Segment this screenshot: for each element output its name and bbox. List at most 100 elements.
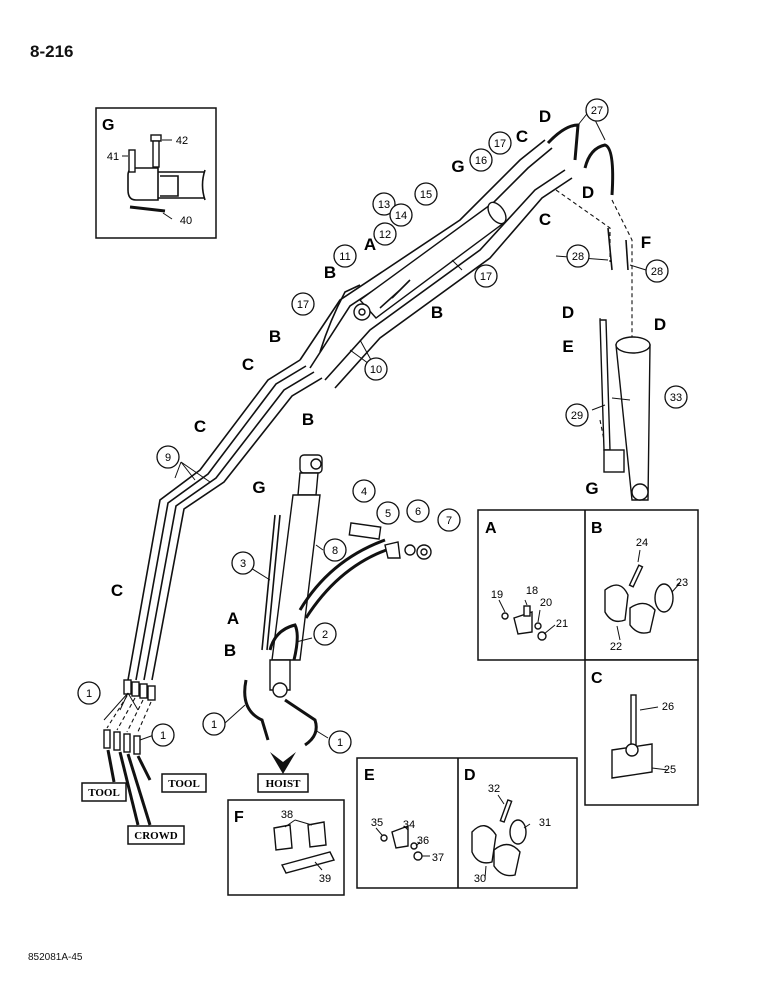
part-41-label: 41 <box>107 151 119 163</box>
letter-c-right: C <box>539 210 551 229</box>
inset-panel-g: G 41 42 40 <box>95 107 217 239</box>
letter-c-mid: C <box>242 355 254 374</box>
letter-d-right: D <box>582 183 594 202</box>
callout-1-hoist-left: 1 <box>202 712 226 736</box>
letter-d-mid: D <box>562 303 574 322</box>
label-hoist: HOIST <box>257 773 309 793</box>
letter-b-1: B <box>324 263 336 282</box>
svg-text:28: 28 <box>572 251 584 263</box>
panel-a-18: 18 <box>526 585 538 597</box>
callout-3: 3 <box>231 551 255 575</box>
callout-17-top: 17 <box>488 131 512 155</box>
svg-text:1: 1 <box>86 688 92 700</box>
document-code: 852081A-45 <box>28 952 83 963</box>
parts-4-7 <box>348 522 432 560</box>
callout-27: 27 <box>585 98 609 122</box>
hoist-cylinder <box>243 454 393 747</box>
callout-29: 29 <box>565 403 589 427</box>
line-end-fittings <box>103 679 156 826</box>
panel-a-19: 19 <box>491 589 503 601</box>
callout-17-mid: 17 <box>474 264 498 288</box>
svg-text:11: 11 <box>339 251 350 263</box>
svg-text:10: 10 <box>370 364 382 376</box>
svg-text:CROWD: CROWD <box>134 830 177 842</box>
callouts: 27 17 16 15 13 14 12 11 17 28 28 17 10 2… <box>77 98 688 754</box>
svg-text:14: 14 <box>395 210 407 222</box>
panel-f-title: F <box>234 809 244 826</box>
callout-1-tool: 1 <box>151 723 175 747</box>
letter-d-cyl: D <box>654 315 666 334</box>
letter-c-left: C <box>194 417 206 436</box>
callout-15: 15 <box>414 182 438 206</box>
detail-panels-grid <box>477 509 699 806</box>
svg-text:4: 4 <box>361 486 367 498</box>
svg-text:2: 2 <box>322 629 328 641</box>
callout-7: 7 <box>437 508 461 532</box>
callout-2: 2 <box>313 622 337 646</box>
callout-28-left: 28 <box>566 244 590 268</box>
part-40-label: 40 <box>180 215 192 227</box>
callout-28-right: 28 <box>645 259 669 283</box>
svg-text:17: 17 <box>297 299 309 311</box>
svg-text:7: 7 <box>446 515 452 527</box>
part-42-label: 42 <box>176 135 188 147</box>
svg-text:1: 1 <box>337 737 343 749</box>
panel-b: B 24 23 22 <box>591 520 688 653</box>
panel-e-title: E <box>364 767 375 784</box>
panel-d-title: D <box>464 767 476 784</box>
panel-f-39: 39 <box>319 873 331 885</box>
panel-f: F 38 39 <box>227 799 345 896</box>
svg-text:1: 1 <box>160 730 166 742</box>
boom-cylinder <box>353 201 507 321</box>
letter-a-lower: A <box>227 609 239 628</box>
letter-c-lower: C <box>111 581 123 600</box>
svg-text:TOOL: TOOL <box>168 778 200 790</box>
page-number: 8-216 <box>30 42 74 61</box>
panel-f-38: 38 <box>281 809 293 821</box>
panel-e-36: 36 <box>417 835 429 847</box>
panel-e-35: 35 <box>371 817 383 829</box>
panel-b-23: 23 <box>676 577 688 589</box>
callout-16: 16 <box>469 148 493 172</box>
letter-b-3: B <box>269 327 281 346</box>
callout-6: 6 <box>406 499 430 523</box>
callout-9: 9 <box>156 445 180 469</box>
svg-text:TOOL: TOOL <box>88 787 120 799</box>
callout-12: 12 <box>373 222 397 246</box>
letter-b-4: B <box>302 410 314 429</box>
panel-d-32: 32 <box>488 783 500 795</box>
panel-a-21: 21 <box>556 618 568 630</box>
letter-b-lower: B <box>224 641 236 660</box>
callout-1-hoist-right: 1 <box>328 730 352 754</box>
panel-g-title: G <box>102 117 114 134</box>
panel-a-title: A <box>485 520 497 537</box>
svg-text:27: 27 <box>591 105 603 117</box>
arm-cylinder-33 <box>599 319 651 501</box>
callout-1-left: 1 <box>77 681 101 705</box>
svg-text:6: 6 <box>415 506 421 518</box>
letter-e: E <box>562 337 573 356</box>
label-tool-right: TOOL <box>161 773 207 793</box>
label-tool-left: TOOL <box>81 782 127 802</box>
svg-text:13: 13 <box>378 199 390 211</box>
letter-d-top: D <box>539 107 551 126</box>
callout-17-low: 17 <box>291 292 315 316</box>
svg-text:16: 16 <box>475 155 487 167</box>
panel-b-24: 24 <box>636 537 648 549</box>
panels-e-d: E D 35 34 36 37 32 31 30 <box>356 757 578 889</box>
svg-text:5: 5 <box>385 508 391 520</box>
panel-a: A 19 18 20 21 <box>485 520 568 641</box>
letter-g-right: G <box>585 479 598 498</box>
callout-5: 5 <box>376 501 400 525</box>
svg-text:17: 17 <box>480 271 492 283</box>
panel-c: C 26 25 <box>591 670 676 779</box>
letter-g-lower: G <box>252 478 265 497</box>
callout-8: 8 <box>323 538 347 562</box>
svg-text:12: 12 <box>379 229 391 241</box>
callout-13: 13 <box>372 192 396 216</box>
line-function-labels: TOOL TOOL CROWD HOIST <box>81 752 309 845</box>
svg-text:15: 15 <box>420 189 432 201</box>
svg-text:33: 33 <box>670 392 682 404</box>
panel-b-title: B <box>591 520 603 537</box>
